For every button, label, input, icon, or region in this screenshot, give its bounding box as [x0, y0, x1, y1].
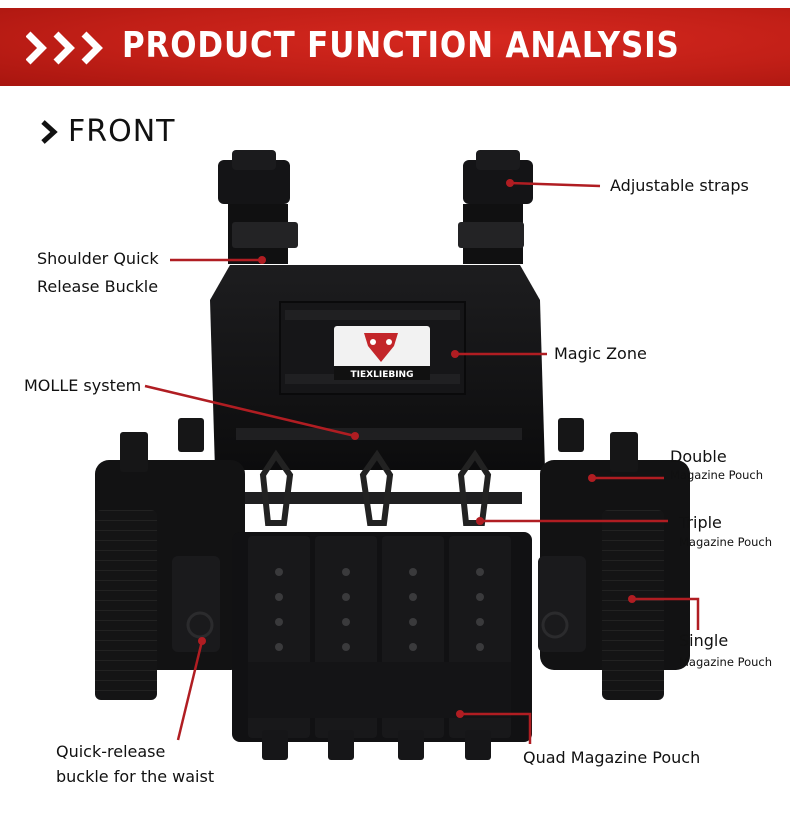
banner-title: PRODUCT FUNCTION ANALYSIS — [122, 25, 680, 66]
label-magic-zone: Magic Zone — [554, 344, 647, 363]
section-heading: FRONT — [40, 114, 175, 149]
brand-logo-text: TIEXLIEBING — [351, 370, 414, 380]
label-quick-release-line1: Quick-release — [56, 742, 166, 761]
label-adjustable-straps: Adjustable straps — [610, 176, 749, 195]
label-double-sub: Magazine Pouch — [670, 468, 764, 482]
label-single-title: Single — [679, 631, 729, 650]
label-quick-release-line2: buckle for the waist — [56, 767, 215, 786]
label-shoulder-line2: Release Buckle — [37, 277, 159, 296]
chevron-right-icon — [41, 119, 58, 144]
label-triple-title: Triple — [679, 513, 722, 532]
section-title: FRONT — [68, 114, 176, 149]
triple-chevron-icon — [26, 28, 116, 68]
label-double-title: Double — [670, 447, 727, 466]
header-banner: PRODUCT FUNCTION ANALYSIS — [0, 8, 790, 86]
label-triple-sub: Magazine Pouch — [679, 535, 773, 549]
label-molle-system: MOLLE system — [24, 376, 142, 395]
label-shoulder-line1: Shoulder Quick — [37, 249, 159, 268]
label-quad-magazine-pouch: Quad Magazine Pouch — [523, 748, 701, 767]
label-single-sub: Magazine Pouch — [679, 655, 773, 669]
